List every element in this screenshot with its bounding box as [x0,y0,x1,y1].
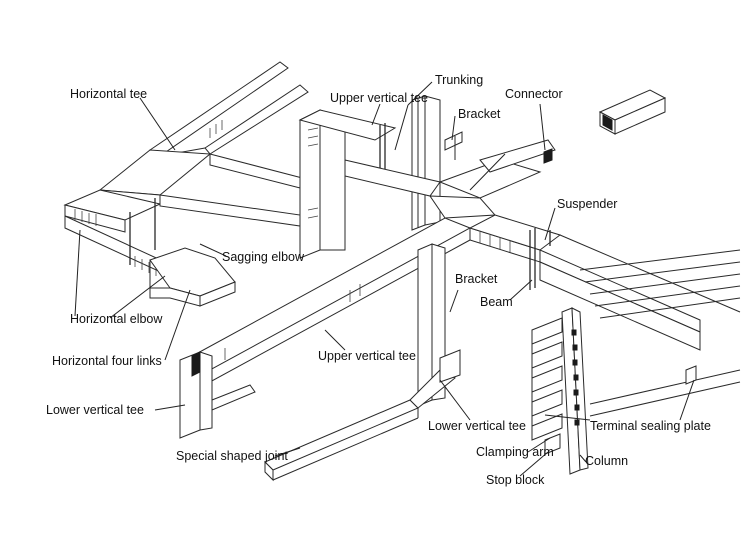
label-beam: Beam [480,295,513,309]
special-shaped-joint [264,243,461,482]
lower-left-vertical-tee [179,351,256,439]
label-stop-block: Stop block [486,473,545,487]
leader-lines [74,81,695,477]
label-clamping-arm: Clamping arm [476,445,554,459]
label-upper-vertical-tee-top: Upper vertical tee [330,91,428,105]
trunking-box [598,89,667,135]
right-long-trays [529,228,741,417]
label-horizontal-tee: Horizontal tee [70,87,147,101]
label-suspender: Suspender [557,197,617,211]
label-horizontal-four-links: Horizontal four links [52,354,162,368]
label-lower-vertical-tee-right: Lower vertical tee [428,419,526,433]
trunking-risers [129,95,463,265]
label-bracket-mid: Bracket [455,272,498,286]
label-column: Column [585,454,628,468]
label-lower-vertical-tee-left: Lower vertical tee [46,403,144,417]
four-links-piece [149,247,236,307]
label-horizontal-elbow: Horizontal elbow [70,312,163,326]
label-special-shaped-joint: Special shaped joint [176,449,288,463]
top-left-tray [63,61,311,276]
labels: Horizontal tee Trunking Upper vertical t… [46,73,711,487]
connector-marker [543,148,553,164]
label-trunking: Trunking [435,73,483,87]
label-terminal-sealing-plate: Terminal sealing plate [590,419,711,433]
column-assembly [531,307,589,475]
label-bracket-top: Bracket [458,107,501,121]
label-sagging-elbow: Sagging elbow [222,250,305,264]
label-upper-vertical-tee-mid: Upper vertical tee [318,349,416,363]
label-connector: Connector [505,87,563,101]
